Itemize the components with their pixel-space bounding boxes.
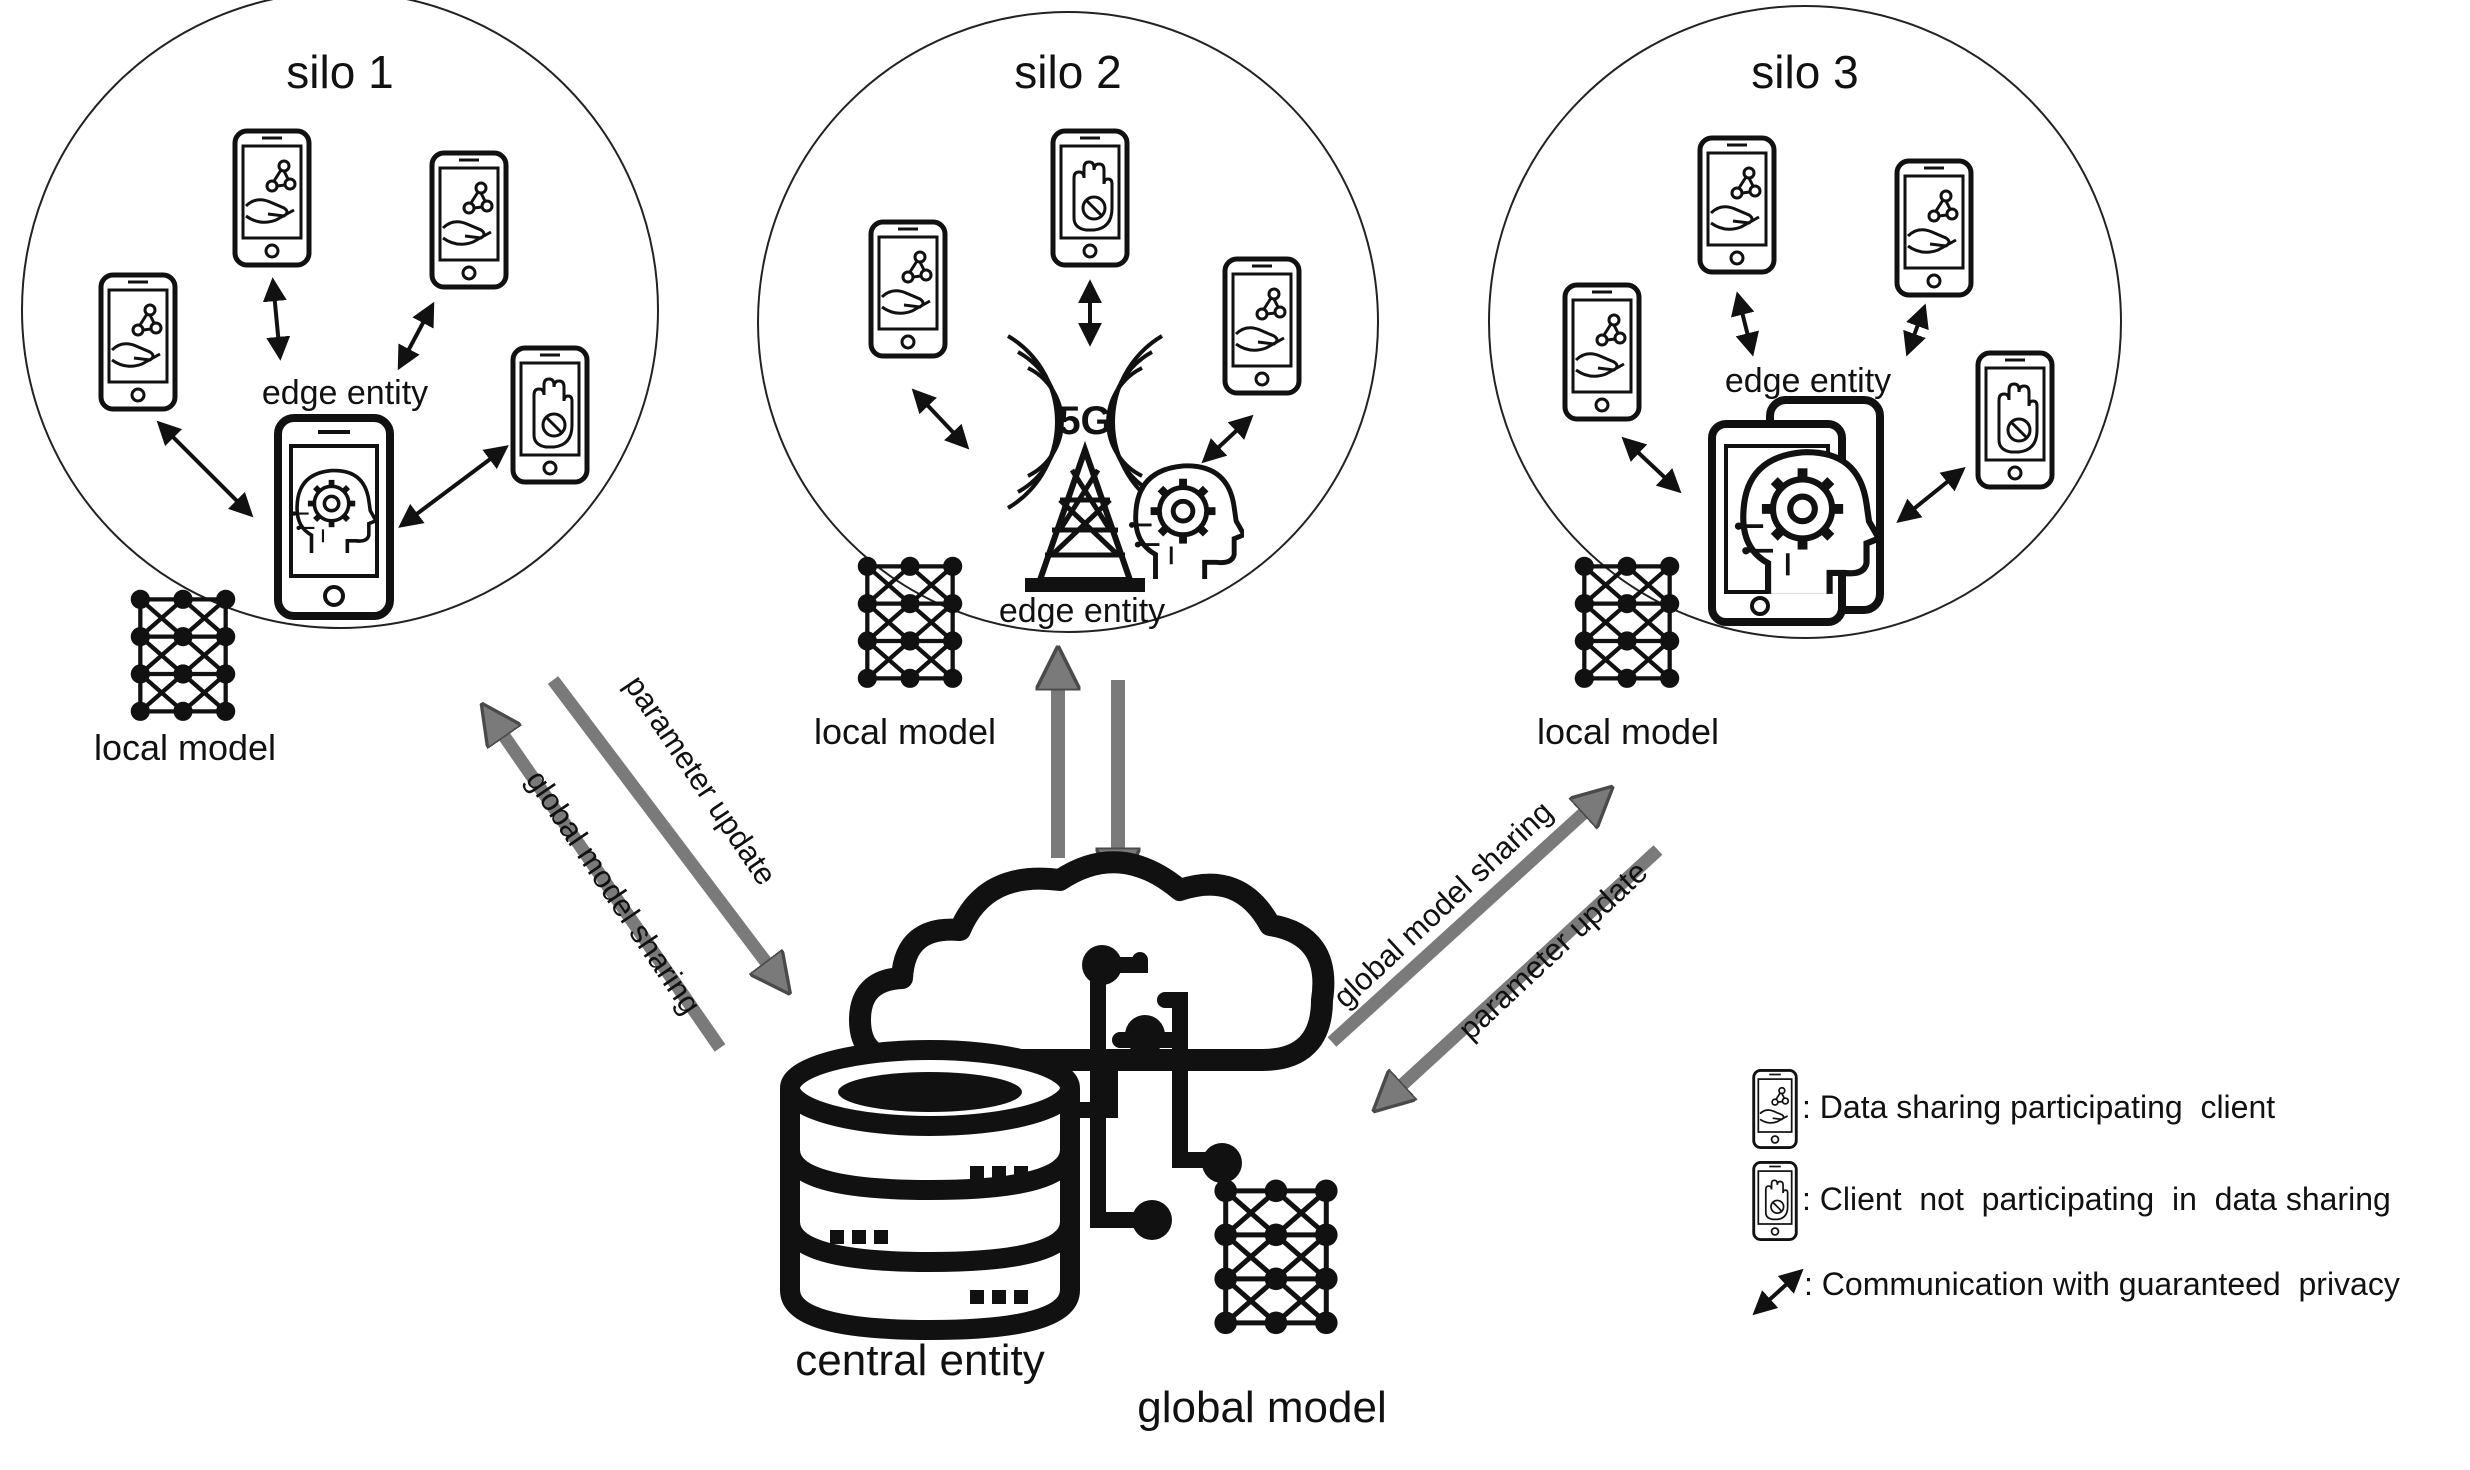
participating-client-phone — [432, 153, 506, 287]
privacy-link-arrow — [397, 301, 435, 371]
legend: : Data sharing participating client : Cl… — [1752, 1069, 2400, 1316]
local-model-icon — [858, 557, 963, 688]
silo-2-title: silo 2 — [1014, 46, 1121, 98]
global-model-icon — [1214, 1180, 1337, 1335]
left-global-model-sharing-label: global model sharing — [519, 764, 708, 1021]
non-participating-client-phone — [513, 348, 587, 482]
privacy-link-arrow — [1731, 291, 1759, 357]
legend-non-participating-text: : Client not participating in data shari… — [1802, 1181, 2391, 1217]
participating-client-phone — [1565, 285, 1639, 419]
network-badge: 5G — [1058, 399, 1111, 443]
silo-2: silo 2 5G edge entity local model — [757, 11, 1379, 752]
non-participating-client-phone — [1978, 353, 2052, 487]
edge-entity-device — [1708, 396, 1884, 626]
legend-communication-arrow — [1752, 1268, 1804, 1316]
left-global-model-sharing-arrow — [493, 720, 726, 1052]
silo-2-edge-label: edge entity — [999, 592, 1165, 630]
silo-2-model-label: local model — [814, 711, 996, 752]
silo-3-edge-label: edge entity — [1725, 362, 1891, 400]
privacy-link-arrow — [398, 445, 509, 528]
central-entity: central entity global model — [780, 851, 1387, 1432]
participating-client-phone — [1700, 138, 1774, 272]
privacy-link-arrow — [262, 277, 291, 361]
participating-client-phone — [1897, 161, 1971, 295]
edge-entity-device — [274, 414, 394, 620]
silo-1: silo 1 edge entity local model — [21, 0, 659, 768]
silo-1-title: silo 1 — [286, 46, 393, 98]
silo-3-model-label: local model — [1537, 711, 1719, 752]
left-link-arrows: global model sharing parameter update — [493, 669, 784, 1052]
silo-1-model-label: local model — [94, 727, 276, 768]
center-link-arrows — [1058, 668, 1118, 870]
central-entity-label: central entity — [795, 1336, 1044, 1385]
left-parameter-update-label: parameter update — [618, 669, 784, 891]
local-model-icon — [1575, 557, 1680, 688]
global-model-label: global model — [1137, 1383, 1387, 1432]
privacy-link-arrow — [911, 388, 970, 450]
non-participating-client-phone — [1053, 131, 1127, 265]
silo-1-edge-label: edge entity — [262, 374, 428, 412]
silo-3: silo 3 edge entity local model — [1488, 5, 2122, 752]
silo-1-boundary — [21, 0, 659, 629]
right-parameter-update-arrow — [1388, 845, 1663, 1098]
participating-client-phone — [101, 275, 175, 409]
right-global-model-sharing-arrow — [1327, 800, 1598, 1047]
privacy-link-arrow — [1201, 414, 1254, 464]
5g-tower-icon: 5G — [1006, 334, 1164, 592]
privacy-link-arrow — [1903, 303, 1929, 357]
silo-3-boundary — [1488, 5, 2122, 639]
left-parameter-update-arrow — [547, 676, 778, 978]
local-model-icon — [131, 590, 236, 721]
participating-client-phone — [1225, 259, 1299, 393]
participating-client-phone — [235, 131, 309, 265]
legend-non-participating-icon — [1752, 1161, 1798, 1241]
legend-communication-text: : Communication with guaranteed privacy — [1804, 1266, 2400, 1302]
right-link-arrows: global model sharing parameter update — [1326, 794, 1663, 1098]
privacy-link-arrow — [156, 420, 254, 518]
legend-participating-icon — [1752, 1069, 1798, 1149]
participating-client-phone — [871, 222, 945, 356]
ai-head-icon — [1129, 466, 1244, 579]
silo-3-title: silo 3 — [1751, 46, 1858, 98]
silo-2-boundary — [757, 11, 1379, 633]
privacy-link-arrow — [1896, 466, 1966, 524]
legend-participating-text: : Data sharing participating client — [1802, 1089, 2275, 1125]
privacy-link-arrow — [1621, 436, 1682, 494]
database-icon — [780, 1040, 1080, 1341]
